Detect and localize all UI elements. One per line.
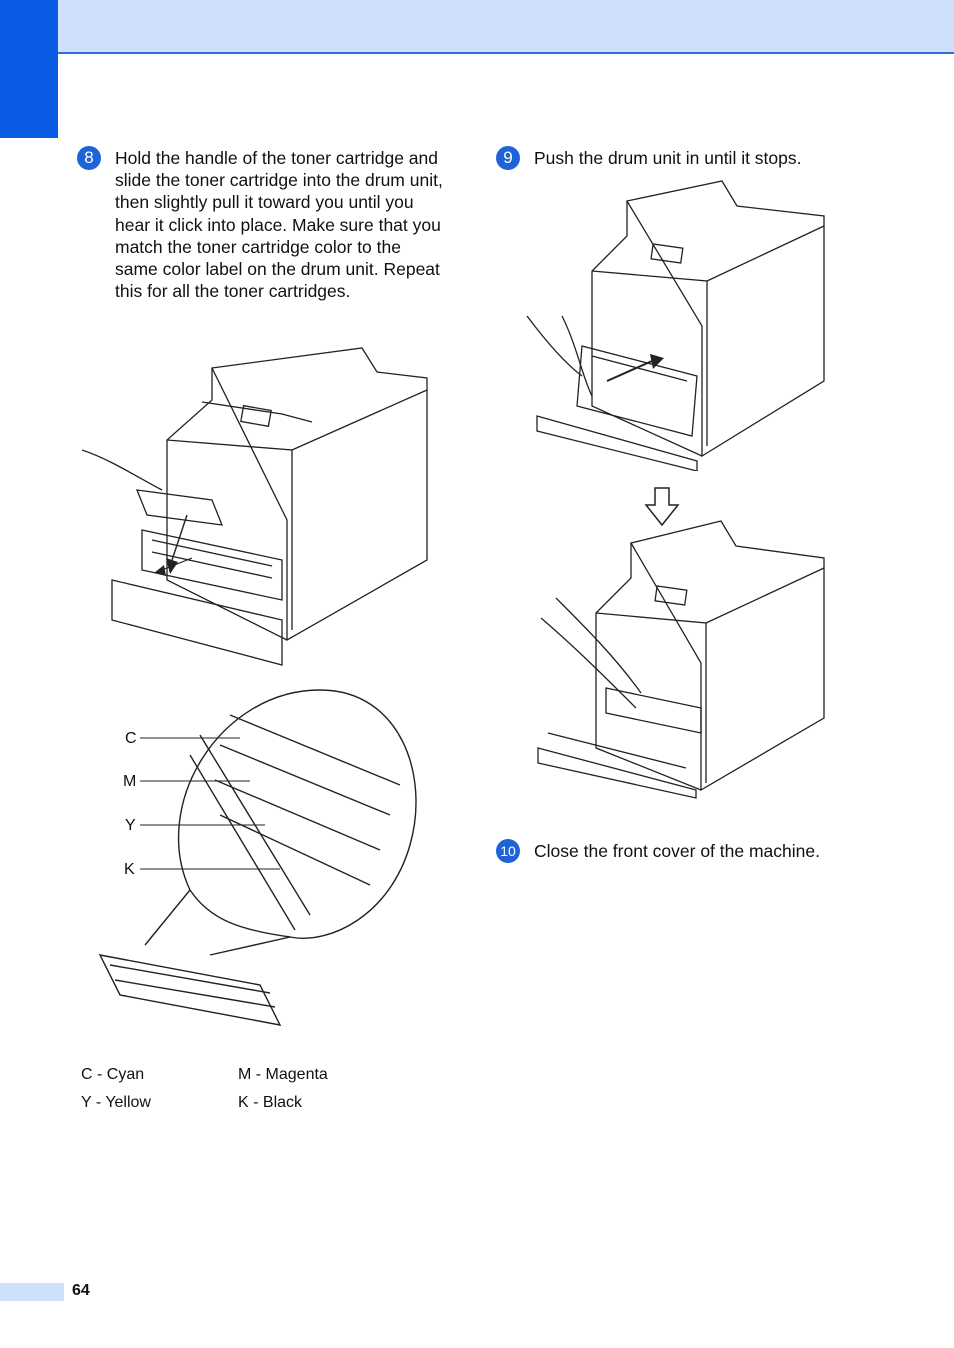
toner-insertion-illustration <box>82 330 432 675</box>
page-number: 64 <box>72 1282 90 1299</box>
callout-m: M <box>123 773 137 790</box>
callout-c: C <box>125 730 137 747</box>
step-8-text: Hold the handle of the toner cartridge a… <box>115 148 443 302</box>
step-10-text: Close the front cover of the machine. <box>534 841 820 861</box>
callout-y: Y <box>125 817 136 834</box>
callout-k: K <box>124 861 135 878</box>
footer-band <box>0 1283 64 1301</box>
legend-black: K - Black <box>238 1094 303 1111</box>
drum-inserted-illustration <box>536 518 828 800</box>
step-10-badge: 10 <box>496 839 520 863</box>
drum-unit-zoom-illustration <box>90 685 430 1035</box>
push-drum-illustration <box>522 176 832 471</box>
step-9-text: Push the drum unit in until it stops. <box>534 148 802 168</box>
step-9-badge: 9 <box>496 146 520 170</box>
header-band <box>58 0 954 54</box>
step-8-badge: 8 <box>77 146 101 170</box>
legend-yellow: Y - Yellow <box>81 1094 151 1111</box>
chapter-tab <box>0 0 58 138</box>
legend-cyan: C - Cyan <box>81 1066 145 1083</box>
legend-magenta: M - Magenta <box>238 1066 328 1083</box>
down-arrow-icon <box>644 487 680 527</box>
